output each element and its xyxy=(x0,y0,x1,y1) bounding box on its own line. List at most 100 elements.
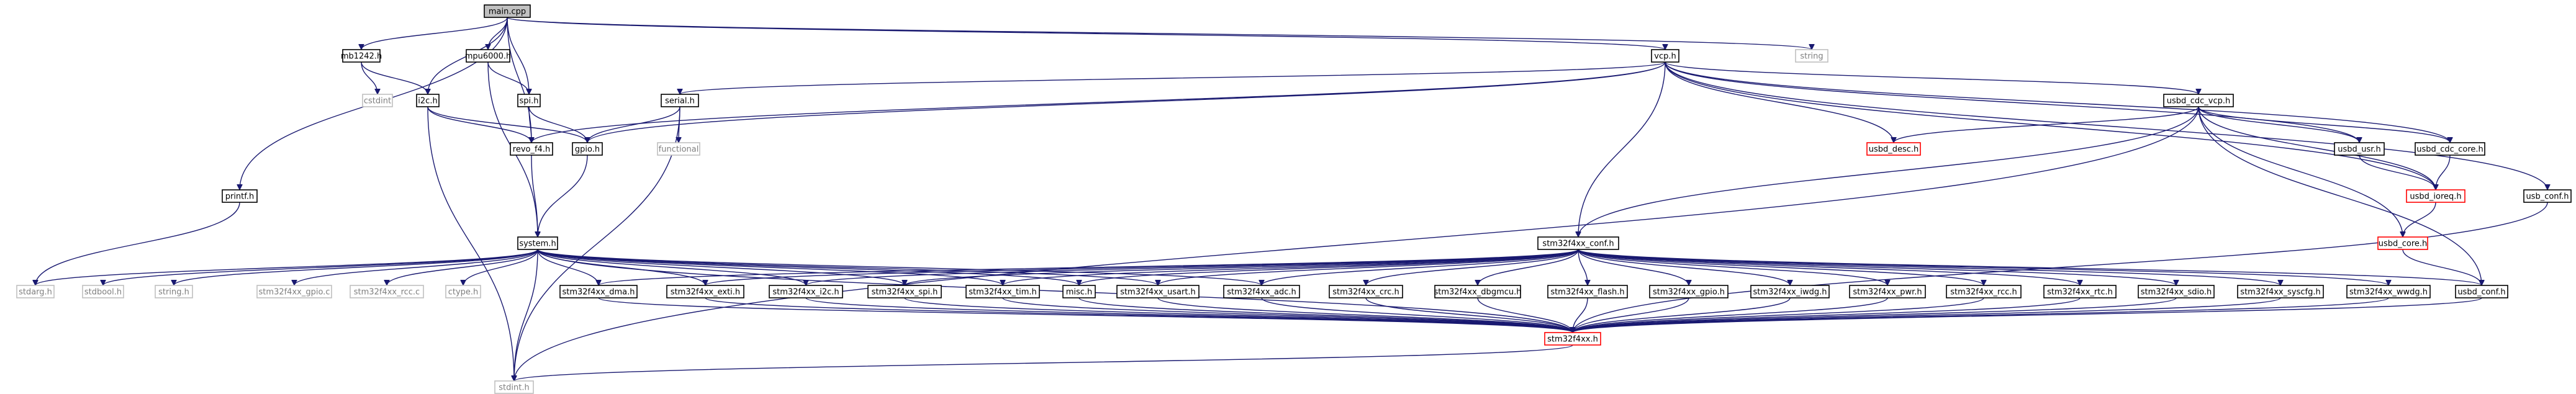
node-usbd-ioreq-h[interactable]: usbd_ioreq.h xyxy=(2406,189,2465,203)
node-box-usbd-usr-h xyxy=(2334,142,2385,156)
node-usb-conf-h[interactable]: usb_conf.h xyxy=(2523,189,2572,203)
node-spi-h[interactable]: spi.h xyxy=(517,94,541,107)
node-stm32f4xx-crc-h[interactable]: stm32f4xx_crc.h xyxy=(1329,285,1403,298)
node-stm32f4xx-dbgmcu-h[interactable]: stm32f4xx_dbgmcu.h xyxy=(1434,285,1522,298)
node-stm32f4xx-adc-h[interactable]: stm32f4xx_adc.h xyxy=(1223,285,1300,298)
edge-stm32f4xx-gpio-h-to-stm32f4xx-h xyxy=(1573,297,1689,333)
edge-usbd-cdc-vcp-h-to-usbd-core-h xyxy=(2198,106,2403,237)
edge-system-h-to-stm32f4xx-i2c-h xyxy=(537,249,806,286)
node-stm32f4xx-usart-h[interactable]: stm32f4xx_usart.h xyxy=(1116,285,1200,298)
edge-mb1242-h-to-cstdint xyxy=(361,61,377,94)
node-stm32f4xx-i2c-h[interactable]: stm32f4xx_i2c.h xyxy=(769,285,843,298)
node-stm32f4xx-flash-h[interactable]: stm32f4xx_flash.h xyxy=(1547,285,1628,298)
node-box-stm32f4xx-wwdg-h xyxy=(2346,285,2431,298)
node-stdint-h[interactable]: stdint.h xyxy=(494,380,534,394)
node-label-stm32f4xx-h: stm32f4xx.h xyxy=(1547,335,1598,344)
node-string-h[interactable]: string.h xyxy=(155,285,193,298)
node-printf-h[interactable]: printf.h xyxy=(222,189,258,203)
node-stm32f4xx-syscfg-h[interactable]: stm32f4xx_syscfg.h xyxy=(2237,285,2324,298)
node-label-stm32f4xx-iwdg-h: stm32f4xx_iwdg.h xyxy=(1753,288,1827,297)
node-stm32f4xx-gpio-c[interactable]: stm32f4xx_gpio.c xyxy=(256,285,332,298)
node-label-usbd-conf-h: usbd_conf.h xyxy=(2457,288,2505,297)
edge-system-h-to-stm32f4xx-h xyxy=(537,249,1573,333)
node-label-stm32f4xx-gpio-c: stm32f4xx_gpio.c xyxy=(259,288,330,297)
node-stm32f4xx-conf-h[interactable]: stm32f4xx_conf.h xyxy=(1537,236,1619,250)
node-box-stm32f4xx-rtc-h xyxy=(2043,285,2117,298)
node-stm32f4xx-gpio-h[interactable]: stm32f4xx_gpio.h xyxy=(1649,285,1729,298)
edge-vcp-h-to-usbd-ioreq-h xyxy=(1665,61,2436,190)
node-box-stm32f4xx-rcc-c xyxy=(350,285,424,298)
edge-usb-conf-h-to-stm32f4xx-h xyxy=(1573,202,2548,333)
edge-usbd-cdc-vcp-h-to-stm32f4xx-conf-h xyxy=(1578,106,2199,237)
node-stm32f4xx-tim-h[interactable]: stm32f4xx_tim.h xyxy=(965,285,1040,298)
edge-vcp-h-to-stm32f4xx-conf-h xyxy=(1578,61,1666,237)
node-label-usbd-cdc-core-h: usbd_cdc_core.h xyxy=(2416,145,2483,154)
edge-stm32f4xx-iwdg-h-to-stm32f4xx-h xyxy=(1573,297,1791,333)
node-box-stdint-h xyxy=(494,380,534,394)
node-stm32f4xx-rcc-c[interactable]: stm32f4xx_rcc.c xyxy=(350,285,424,298)
node-stm32f4xx-sdio-h[interactable]: stm32f4xx_sdio.h xyxy=(2138,285,2215,298)
node-stm32f4xx-dma-h[interactable]: stm32f4xx_dma.h xyxy=(559,285,638,298)
node-label-stm32f4xx-syscfg-h: stm32f4xx_syscfg.h xyxy=(2240,288,2320,297)
node-stm32f4xx-rcc-h[interactable]: stm32f4xx_rcc.h xyxy=(1946,285,2022,298)
node-stm32f4xx-iwdg-h[interactable]: stm32f4xx_iwdg.h xyxy=(1750,285,1830,298)
node-misc-h[interactable]: misc.h xyxy=(1062,285,1096,298)
edge-vcp-h-to-usbd-usr-h xyxy=(1665,61,2359,143)
edge-stm32f4xx-conf-h-to-stm32f4xx-sdio-h xyxy=(1578,249,2176,286)
edge-stm32f4xx-spi-h-to-stm32f4xx-h xyxy=(904,297,1573,333)
node-label-usbd-cdc-vcp-h: usbd_cdc_vcp.h xyxy=(2167,97,2231,106)
node-label-stm32f4xx-usart-h: stm32f4xx_usart.h xyxy=(1120,288,1196,297)
node-revo-f4-h[interactable]: revo_f4.h xyxy=(510,142,553,156)
node-stm32f4xx-rtc-h[interactable]: stm32f4xx_rtc.h xyxy=(2043,285,2117,298)
node-i2c-h[interactable]: i2c.h xyxy=(416,94,440,107)
edge-main-cpp-to-mb1242-h xyxy=(361,17,508,50)
edge-main-cpp-to-vcp-h xyxy=(507,17,1665,50)
node-label-stm32f4xx-tim-h: stm32f4xx_tim.h xyxy=(969,288,1037,297)
node-stdbool-h[interactable]: stdbool.h xyxy=(82,285,124,298)
node-box-usbd-cdc-vcp-h xyxy=(2163,94,2234,107)
node-gpio-h[interactable]: gpio.h xyxy=(572,142,603,156)
edge-system-h-to-stdint-h xyxy=(514,249,538,381)
node-usbd-cdc-core-h[interactable]: usbd_cdc_core.h xyxy=(2415,142,2485,156)
node-stm32f4xx-wwdg-h[interactable]: stm32f4xx_wwdg.h xyxy=(2346,285,2431,298)
node-label-stm32f4xx-conf-h: stm32f4xx_conf.h xyxy=(1542,240,1614,249)
node-box-string xyxy=(1795,49,1828,63)
edge-usbd-conf-h-to-stm32f4xx-h xyxy=(1573,297,2482,333)
node-box-mpu6000-h xyxy=(466,49,510,63)
edge-system-h-to-stm32f4xx-tim-h xyxy=(537,249,1003,286)
node-mb1242-h[interactable]: mb1242.h xyxy=(341,49,382,63)
node-label-stm32f4xx-crc-h: stm32f4xx_crc.h xyxy=(1332,288,1399,297)
edge-stm32f4xx-conf-h-to-stm32f4xx-gpio-h xyxy=(1578,249,1689,286)
node-system-h[interactable]: system.h xyxy=(517,236,558,250)
edge-serial-h-to-stdint-h xyxy=(514,106,680,381)
node-stm32f4xx-pwr-h[interactable]: stm32f4xx_pwr.h xyxy=(1849,285,1926,298)
node-label-stm32f4xx-dbgmcu-h: stm32f4xx_dbgmcu.h xyxy=(1434,288,1522,297)
node-box-stm32f4xx-dma-h xyxy=(559,285,638,298)
node-box-string-h xyxy=(155,285,193,298)
node-string[interactable]: string xyxy=(1795,49,1828,63)
node-usbd-cdc-vcp-h[interactable]: usbd_cdc_vcp.h xyxy=(2163,94,2234,107)
node-usbd-conf-h[interactable]: usbd_conf.h xyxy=(2455,285,2508,298)
node-mpu6000-h[interactable]: mpu6000.h xyxy=(465,49,512,63)
node-stm32f4xx-spi-h[interactable]: stm32f4xx_spi.h xyxy=(867,285,942,298)
node-main-cpp[interactable]: main.cpp xyxy=(484,4,531,18)
node-label-gpio-h: gpio.h xyxy=(575,145,600,154)
node-cstdint[interactable]: cstdint xyxy=(362,94,393,107)
node-label-functional: functional xyxy=(659,145,699,154)
node-box-spi-h xyxy=(517,94,541,107)
node-serial-h[interactable]: serial.h xyxy=(661,94,699,107)
node-usbd-usr-h[interactable]: usbd_usr.h xyxy=(2334,142,2385,156)
node-functional[interactable]: functional xyxy=(657,142,700,156)
node-vcp-h[interactable]: vcp.h xyxy=(1651,49,1679,63)
node-usbd-core-h[interactable]: usbd_core.h xyxy=(2377,236,2428,250)
node-box-stm32f4xx-usart-h xyxy=(1116,285,1200,298)
node-label-cstdint: cstdint xyxy=(364,97,391,106)
node-stdarg-h[interactable]: stdarg.h xyxy=(16,285,55,298)
node-label-vcp-h: vcp.h xyxy=(1654,52,1676,61)
node-stm32f4xx-h[interactable]: stm32f4xx.h xyxy=(1544,332,1601,346)
node-ctype-h[interactable]: ctype.h xyxy=(445,285,481,298)
node-box-usbd-desc-h xyxy=(1866,142,1921,156)
node-usbd-desc-h[interactable]: usbd_desc.h xyxy=(1866,142,1921,156)
node-stm32f4xx-exti-h[interactable]: stm32f4xx_exti.h xyxy=(666,285,744,298)
